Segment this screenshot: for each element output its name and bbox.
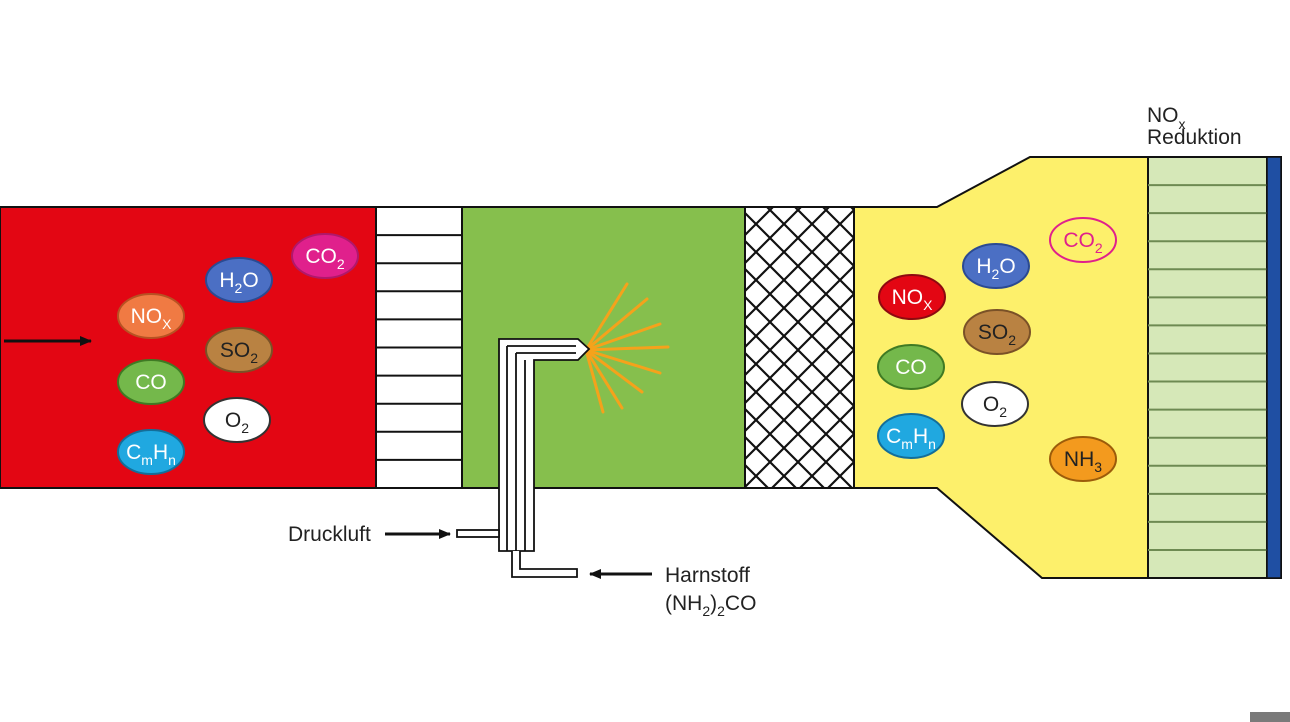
spray-line bbox=[584, 348, 644, 394]
molecule-co2: CO2 bbox=[291, 233, 359, 279]
molecule-so2: SO2 bbox=[963, 309, 1031, 355]
molecule-co2: CO2 bbox=[1049, 217, 1117, 263]
molecule-nh3: NH3 bbox=[1049, 436, 1117, 482]
spray-line bbox=[584, 345, 670, 352]
compressed-air-label: Druckluft bbox=[288, 523, 371, 546]
molecule-so2-label: SO2 bbox=[978, 321, 1016, 348]
nox-reduction-word: Reduktion bbox=[1147, 126, 1242, 149]
catalyst-end-cap bbox=[1266, 156, 1282, 579]
molecule-nox: NOX bbox=[117, 293, 185, 339]
molecule-nox: NOX bbox=[878, 274, 946, 320]
molecule-nox-bubble bbox=[878, 274, 946, 320]
molecule-cmhn: CmHn bbox=[877, 413, 945, 459]
spray-line bbox=[584, 348, 624, 410]
molecule-co2-label: CO2 bbox=[1063, 229, 1103, 256]
molecule-nox-bubble bbox=[117, 293, 185, 339]
molecule-co2-bubble bbox=[291, 233, 359, 279]
molecule-co2-label: CO2 bbox=[305, 245, 345, 272]
molecule-cmhn-label: CmHn bbox=[886, 425, 936, 452]
spray-cone bbox=[584, 282, 670, 414]
molecule-so2-bubble bbox=[963, 309, 1031, 355]
molecule-co-bubble bbox=[117, 359, 185, 405]
spray-line bbox=[584, 322, 662, 352]
molecule-o2-bubble bbox=[203, 397, 271, 443]
mixer-grid-block bbox=[744, 206, 855, 489]
molecule-nh3-bubble bbox=[1049, 436, 1117, 482]
molecule-h2o-label: H2O bbox=[219, 269, 258, 296]
molecule-o2-bubble bbox=[961, 381, 1029, 427]
molecule-cmhn-bubble bbox=[117, 429, 185, 475]
nox-reduction-label: NOx bbox=[1147, 104, 1186, 132]
molecule-h2o: H2O bbox=[962, 243, 1030, 289]
spray-line bbox=[584, 348, 662, 375]
injector-lance bbox=[456, 338, 591, 578]
spray-line bbox=[584, 348, 605, 414]
molecule-co-label: CO bbox=[895, 356, 927, 379]
molecule-o2-label: O2 bbox=[225, 409, 249, 436]
molecule-o2: O2 bbox=[961, 381, 1029, 427]
spray-line bbox=[584, 297, 649, 352]
molecule-h2o: H2O bbox=[205, 257, 273, 303]
molecule-h2o-bubble bbox=[962, 243, 1030, 289]
molecule-nox-label: NOX bbox=[892, 286, 934, 313]
striped-filter-block bbox=[375, 206, 463, 489]
molecule-so2: SO2 bbox=[205, 327, 273, 373]
molecule-nox-label: NOX bbox=[131, 305, 173, 332]
molecule-cmhn: CmHn bbox=[117, 429, 185, 475]
molecule-h2o-bubble bbox=[205, 257, 273, 303]
molecule-cmhn-label: CmHn bbox=[126, 441, 176, 468]
molecule-co2-bubble bbox=[1049, 217, 1117, 263]
molecule-h2o-label: H2O bbox=[976, 255, 1015, 282]
molecule-so2-bubble bbox=[205, 327, 273, 373]
molecule-so2-label: SO2 bbox=[220, 339, 258, 366]
molecule-nh3-label: NH3 bbox=[1064, 448, 1102, 475]
molecule-co-label: CO bbox=[135, 371, 167, 394]
urea-label: Harnstoff bbox=[665, 564, 750, 587]
molecule-co-bubble bbox=[877, 344, 945, 390]
spray-line bbox=[584, 282, 629, 352]
molecule-o2: O2 bbox=[203, 397, 271, 443]
molecule-co: CO bbox=[117, 359, 185, 405]
corner-box bbox=[1250, 712, 1290, 722]
urea-formula: (NH2)2CO bbox=[665, 592, 756, 619]
molecule-cmhn-bubble bbox=[877, 413, 945, 459]
molecule-o2-label: O2 bbox=[983, 393, 1007, 420]
scr-catalyst-block bbox=[1147, 156, 1268, 579]
molecule-co: CO bbox=[877, 344, 945, 390]
